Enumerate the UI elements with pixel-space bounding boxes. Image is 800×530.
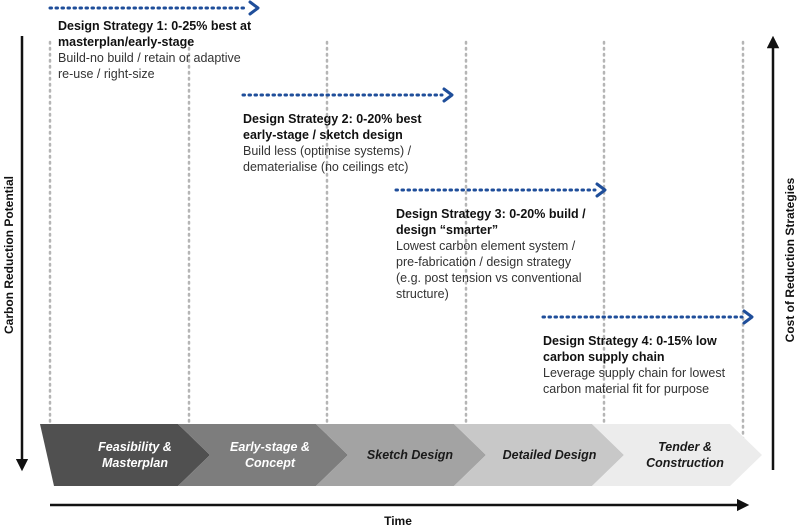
- strategy-arrow-4-head: [742, 309, 754, 325]
- stage-2-line2: Concept: [245, 456, 295, 470]
- stage-2-line1: Early-stage &: [230, 440, 310, 454]
- stage-chevron-3: [316, 424, 486, 486]
- strategy-4: Design Strategy 4: 0-15% low carbon supp…: [543, 333, 743, 397]
- stage-label-1: Feasibility & Masterplan: [70, 439, 200, 471]
- stage-4-line1: Detailed Design: [502, 448, 597, 462]
- strategy-1-desc: Build-no build / retain or adaptive re-u…: [58, 51, 241, 81]
- stage-label-3: Sketch Design: [345, 447, 475, 463]
- strategy-arrow-3-head: [595, 182, 607, 198]
- strategy-1: Design Strategy 1: 0-25% best at masterp…: [58, 18, 258, 82]
- stage-chevron-4: [454, 424, 624, 486]
- stage-chevrons: [40, 424, 762, 486]
- strategy-3-desc: Lowest carbon element system / pre-fabri…: [396, 239, 582, 301]
- phase-gridlines: [48, 40, 745, 442]
- strategy-2-desc: Build less (optimise systems) / demateri…: [243, 144, 412, 174]
- strategy-arrows: [48, 0, 754, 325]
- stage-label-4: Detailed Design: [482, 447, 617, 463]
- stage-label-2: Early-stage & Concept: [205, 439, 335, 471]
- strategy-2: Design Strategy 2: 0-20% best early-stag…: [243, 111, 453, 175]
- right-axis-label: Cost of Reduction Strategies: [783, 177, 797, 343]
- stage-label-5: Tender & Construction: [620, 439, 750, 471]
- left-axis-label: Carbon Reduction Potential: [2, 175, 16, 335]
- strategy-4-desc: Leverage supply chain for lowest carbon …: [543, 366, 726, 396]
- strategy-1-title: Design Strategy 1: 0-25% best at masterp…: [58, 19, 252, 49]
- stage-chevron-1: [40, 424, 210, 486]
- strategy-arrow-1-head: [248, 0, 260, 16]
- strategy-4-title: Design Strategy 4: 0-15% low carbon supp…: [543, 334, 717, 364]
- strategy-2-title: Design Strategy 2: 0-20% best early-stag…: [243, 112, 422, 142]
- stage-1-line2: Masterplan: [102, 456, 168, 470]
- axes: [15, 35, 780, 512]
- stage-5-line2: Construction: [646, 456, 724, 470]
- stage-5-line1: Tender &: [658, 440, 712, 454]
- stage-1-line1: Feasibility &: [98, 440, 172, 454]
- strategy-3: Design Strategy 3: 0-20% build / design …: [396, 206, 598, 302]
- stage-chevron-5: [592, 424, 762, 486]
- strategy-3-title: Design Strategy 3: 0-20% build / design …: [396, 207, 586, 237]
- stage-3-line1: Sketch Design: [366, 448, 454, 462]
- strategy-arrow-2-head: [442, 87, 454, 103]
- stage-chevron-2: [178, 424, 348, 486]
- bottom-axis-label: Time: [384, 514, 412, 528]
